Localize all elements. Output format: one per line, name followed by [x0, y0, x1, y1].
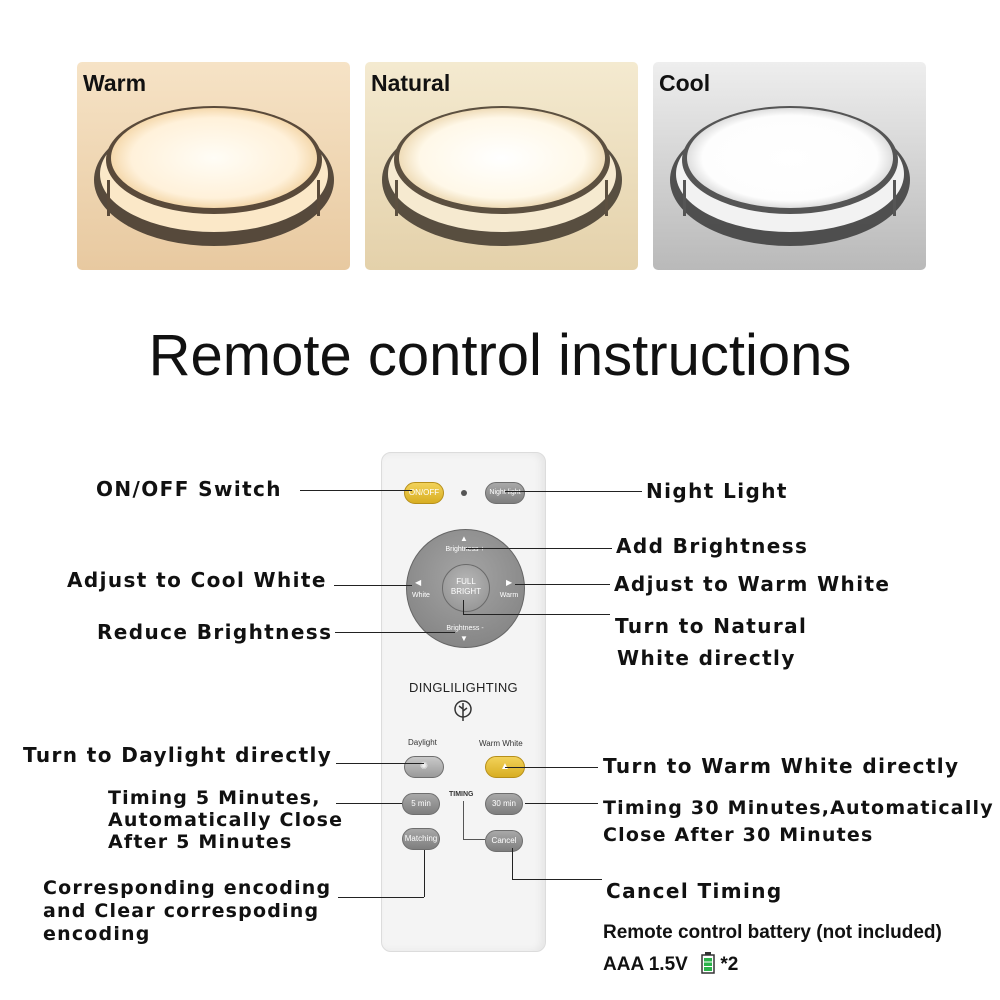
warm-label[interactable]: Warm	[499, 592, 519, 599]
timing-label: TIMING	[449, 791, 474, 798]
warm-white-label: Warm White	[479, 739, 523, 748]
battery-note: Remote control battery (not included)	[603, 922, 942, 943]
natural-white-label-line2: White directly	[617, 646, 796, 670]
timing-5-leader	[336, 803, 402, 804]
cancel-timing-leader-vertical	[512, 848, 513, 879]
timing-30-label-line1: Timing 30 Minutes,Automatically	[603, 797, 994, 819]
full-bright-button[interactable]: FULL BRIGHT	[442, 564, 490, 612]
daylight-label: Daylight	[408, 738, 437, 747]
cancel-button[interactable]: Cancel	[485, 830, 523, 852]
reduce-brightness-leader	[335, 632, 455, 633]
left-arrow-icon: ◀	[415, 578, 422, 587]
natural-leader-vertical	[463, 600, 464, 614]
down-arrow-icon: ▼	[460, 634, 468, 643]
remote-control: ON/OFF Night light ▲ Brightness + ◀ Whit…	[381, 452, 546, 952]
add-brightness-leader	[466, 548, 612, 549]
timing-5-label-line1: Timing 5 Minutes,	[108, 787, 321, 809]
adjust-cool-leader	[334, 585, 412, 586]
natural-lamp-image	[365, 62, 638, 270]
cool-lamp-photo: Cool	[653, 62, 926, 270]
add-brightness-label: Add Brightness	[616, 534, 809, 558]
direction-pad[interactable]: ▲ Brightness + ◀ White ▶ Warm FULL BRIGH…	[406, 529, 525, 648]
encoding-leader	[338, 897, 424, 898]
battery-spec: AAA 1.5V *2	[603, 952, 738, 976]
night-light-label: Night Light	[646, 479, 788, 503]
daylight-label-callout: Turn to Daylight directly	[23, 743, 333, 767]
natural-caption: Natural	[371, 70, 451, 96]
tree-logo-icon	[454, 700, 472, 721]
timing-30-leader	[525, 803, 598, 804]
encoding-leader-vertical	[424, 850, 425, 897]
cool-lamp-image	[653, 62, 926, 270]
battery-count: *2	[720, 954, 739, 975]
battery-icon	[701, 952, 715, 974]
timing-bracket-bottom	[463, 839, 485, 840]
right-arrow-icon: ▶	[506, 578, 513, 587]
night-light-button[interactable]: Night light	[485, 482, 525, 504]
on-off-leader	[300, 490, 412, 491]
adjust-warm-white-label: Adjust to Warm White	[614, 572, 891, 596]
natural-lamp-photo: Natural	[365, 62, 638, 270]
brightness-down-label[interactable]: Brightness -	[446, 625, 484, 632]
encoding-label-line1: Corresponding encoding	[43, 877, 332, 899]
on-off-button[interactable]: ON/OFF	[404, 482, 444, 504]
reduce-brightness-label: Reduce Brightness	[97, 620, 333, 644]
timing-5-label-line2: Automatically Close	[108, 809, 344, 831]
battery-type: AAA 1.5V	[603, 954, 688, 975]
warm-caption: Warm	[83, 70, 147, 96]
encoding-label-line3: encoding	[43, 923, 151, 945]
matching-button[interactable]: Matching	[402, 828, 440, 850]
sun-icon: ✺	[419, 761, 429, 772]
timing-30-label-line2: Close After 30 Minutes	[603, 824, 874, 846]
five-min-button[interactable]: 5 min	[402, 793, 440, 815]
warm-lamp-image	[77, 62, 350, 270]
warm-lamp-photo: Warm	[77, 62, 350, 270]
thirty-min-button[interactable]: 30 min	[485, 793, 523, 815]
indicator-led	[461, 490, 467, 496]
adjust-warm-leader	[515, 584, 610, 585]
natural-leader	[463, 614, 610, 615]
cancel-timing-leader	[512, 879, 602, 880]
up-arrow-icon: ▲	[460, 534, 468, 543]
adjust-cool-white-label: Adjust to Cool White	[67, 568, 327, 592]
natural-white-label-line1: Turn to Natural	[615, 614, 808, 638]
brightness-up-label[interactable]: Brightness +	[445, 546, 485, 553]
flame-icon: ▲	[500, 761, 510, 772]
night-light-leader	[505, 491, 642, 492]
cool-caption: Cool	[659, 70, 711, 96]
daylight-leader	[336, 763, 424, 764]
warm-white-leader	[505, 767, 598, 768]
warm-white-label-callout: Turn to Warm White directly	[603, 754, 960, 778]
white-label[interactable]: White	[412, 592, 430, 599]
brand-logo-text: DINGLILIGHTING	[409, 680, 518, 695]
timing-5-label-line3: After 5 Minutes	[108, 831, 293, 853]
page-title: Remote control instructions	[148, 323, 852, 388]
timing-bracket-line	[463, 801, 464, 839]
encoding-label-line2: and Clear correspoding	[43, 900, 320, 922]
on-off-switch-label: ON/OFF Switch	[96, 477, 282, 501]
daylight-button[interactable]: ✺	[404, 756, 444, 778]
cancel-timing-label: Cancel Timing	[606, 879, 783, 903]
